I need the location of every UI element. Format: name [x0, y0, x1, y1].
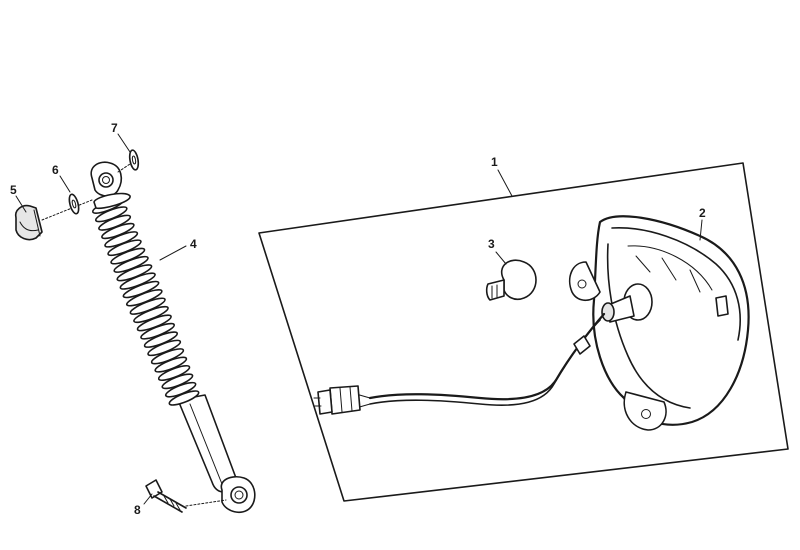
callout-8: 8 — [134, 503, 141, 517]
washer-7 — [128, 149, 140, 171]
callout-3: 3 — [488, 237, 495, 251]
callout-7: 7 — [111, 121, 118, 135]
leader-6 — [59, 175, 71, 193]
alignment-line-8 — [185, 499, 227, 507]
alignment-line-5 — [41, 199, 93, 221]
assembly-frame — [258, 162, 789, 502]
leader-4 — [159, 245, 187, 261]
shock-upper-eye — [90, 161, 123, 197]
wire-connector — [313, 385, 361, 415]
callout-numbers: 1 2 3 4 5 6 7 8 — [10, 121, 706, 517]
shock-spring-seat — [93, 192, 131, 210]
leader-8 — [143, 493, 153, 505]
alignment-line-7 — [117, 163, 131, 173]
callout-1: 1 — [491, 155, 498, 169]
washer-6 — [68, 193, 80, 215]
leader-1 — [497, 169, 513, 197]
mounting-bolt — [145, 479, 187, 513]
cap-nut — [14, 204, 43, 241]
callout-2: 2 — [699, 206, 706, 220]
callout-6: 6 — [52, 163, 59, 177]
shock-lower-eye — [220, 475, 256, 514]
callout-5: 5 — [10, 183, 17, 197]
leader-2 — [699, 219, 703, 241]
spring-coil — [168, 390, 200, 406]
leader-5 — [15, 195, 27, 213]
leader-lines — [15, 133, 703, 505]
shock-spring — [91, 198, 200, 406]
leader-3 — [495, 251, 507, 265]
leader-7 — [117, 133, 131, 153]
shock-damper-body — [177, 394, 238, 493]
rear-shock-absorber — [90, 161, 256, 514]
wiring-harness — [355, 312, 606, 409]
bulb — [485, 259, 537, 301]
callout-4: 4 — [190, 237, 197, 251]
